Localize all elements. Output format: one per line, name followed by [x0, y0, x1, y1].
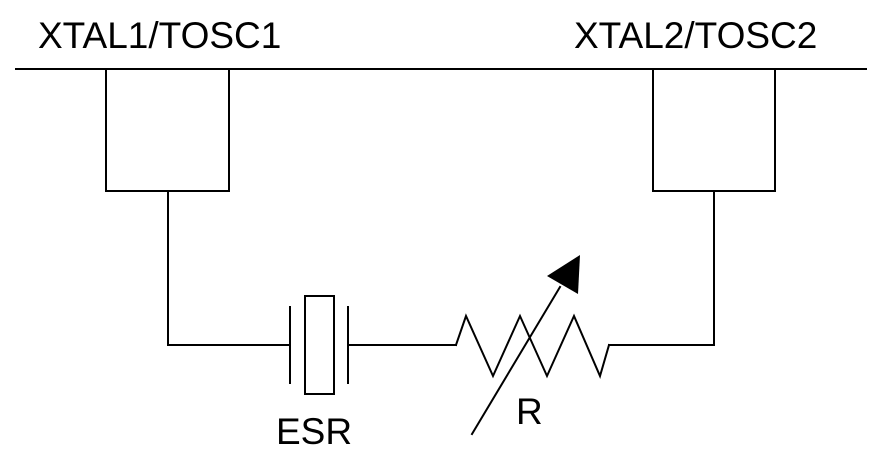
pin-label-xtal1: XTAL1/TOSC1: [38, 15, 282, 56]
pin-box-xtal1: [105, 68, 230, 192]
variable-arrow-line: [470, 285, 562, 436]
resistor-symbol: [454, 313, 611, 379]
wire-left: [167, 190, 291, 346]
resistor-label: R: [516, 391, 543, 432]
pin-label-xtal2: XTAL2/TOSC2: [574, 15, 818, 56]
variable-arrowhead: [547, 255, 580, 294]
crystal-label: ESR: [276, 411, 353, 452]
crystal-symbol: [289, 295, 349, 395]
wire-right: [608, 190, 715, 346]
pin-box-xtal2: [652, 68, 776, 192]
